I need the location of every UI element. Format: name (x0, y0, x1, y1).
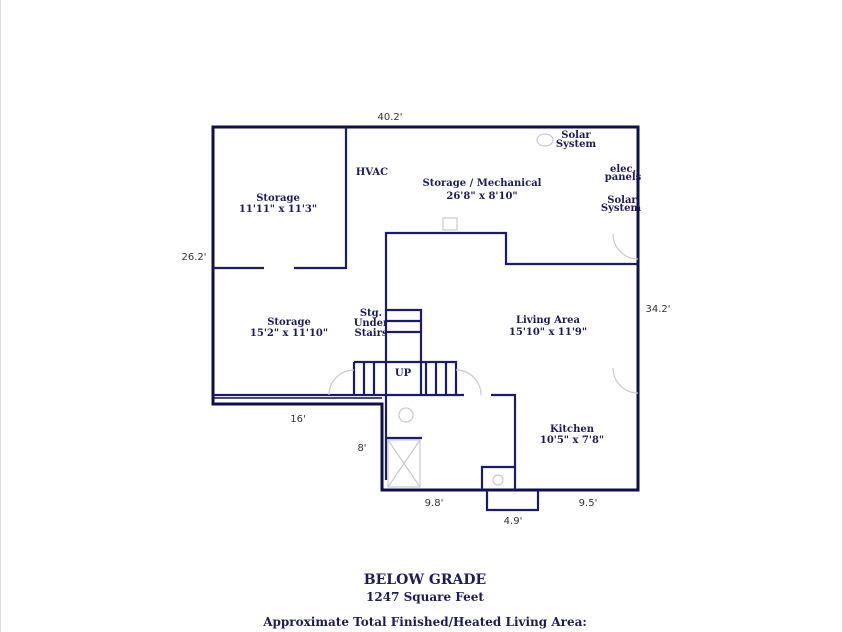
room-name: Living Area (516, 315, 581, 326)
hvac-label: HVAC (356, 167, 388, 178)
solar-label: System (556, 139, 597, 150)
elec-panels-label: elec. (610, 164, 636, 175)
dim-left-bottom: 16' (290, 414, 305, 425)
room-storage-top: Storage 11'11" x 11'3" (239, 193, 317, 215)
plan-area: 1247 Square Feet (366, 590, 484, 604)
plan-title: BELOW GRADE (364, 572, 486, 588)
room-name: Storage / Mechanical (423, 178, 542, 189)
room-size: 15'2" x 11'10" (250, 328, 328, 339)
dim-step: 8' (357, 443, 366, 454)
stg-label: Stg. (360, 308, 382, 319)
dim-bottom-right: 9.5' (579, 498, 598, 509)
dim-bottom-left: 9.8' (425, 498, 444, 509)
solar-label: Solar (607, 195, 637, 206)
room-mechanical: Storage / Mechanical 26'8" x 8'10" (423, 178, 542, 202)
dim-right: 34.2' (645, 304, 670, 315)
room-size: 26'8" x 8'10" (446, 191, 517, 202)
fixtures (328, 133, 639, 488)
room-living: Living Area 15'10" x 11'9" (509, 315, 587, 338)
dimensions: 40.2' 26.2' 34.2' 16' 8' 9.8' 4.9' 9.5' (181, 112, 670, 527)
stairs-up-label: UP (395, 368, 412, 379)
dim-top: 40.2' (377, 112, 402, 123)
walls (211, 125, 640, 512)
room-size: 10'5" x 7'8" (540, 435, 604, 446)
room-name: Kitchen (550, 424, 595, 435)
room-name: Storage (256, 193, 300, 204)
elec-panels-label: panels (605, 172, 642, 183)
dim-left: 26.2' (181, 252, 206, 263)
area-note: Approximate Total Finished/Heated Living… (262, 615, 587, 629)
stg-label: Under (354, 318, 389, 329)
room-name: Storage (267, 317, 311, 328)
dim-bump: 4.9' (504, 516, 523, 527)
room-size: 11'11" x 11'3" (239, 204, 317, 215)
room-storage-bottom: Storage 15'2" x 11'10" (250, 317, 328, 339)
stg-label: Stairs (354, 328, 387, 339)
room-kitchen: Kitchen 10'5" x 7'8" (540, 424, 604, 446)
solar-label: Solar (561, 130, 591, 141)
room-size: 15'10" x 11'9" (509, 327, 587, 338)
solar-label: System (601, 203, 642, 214)
